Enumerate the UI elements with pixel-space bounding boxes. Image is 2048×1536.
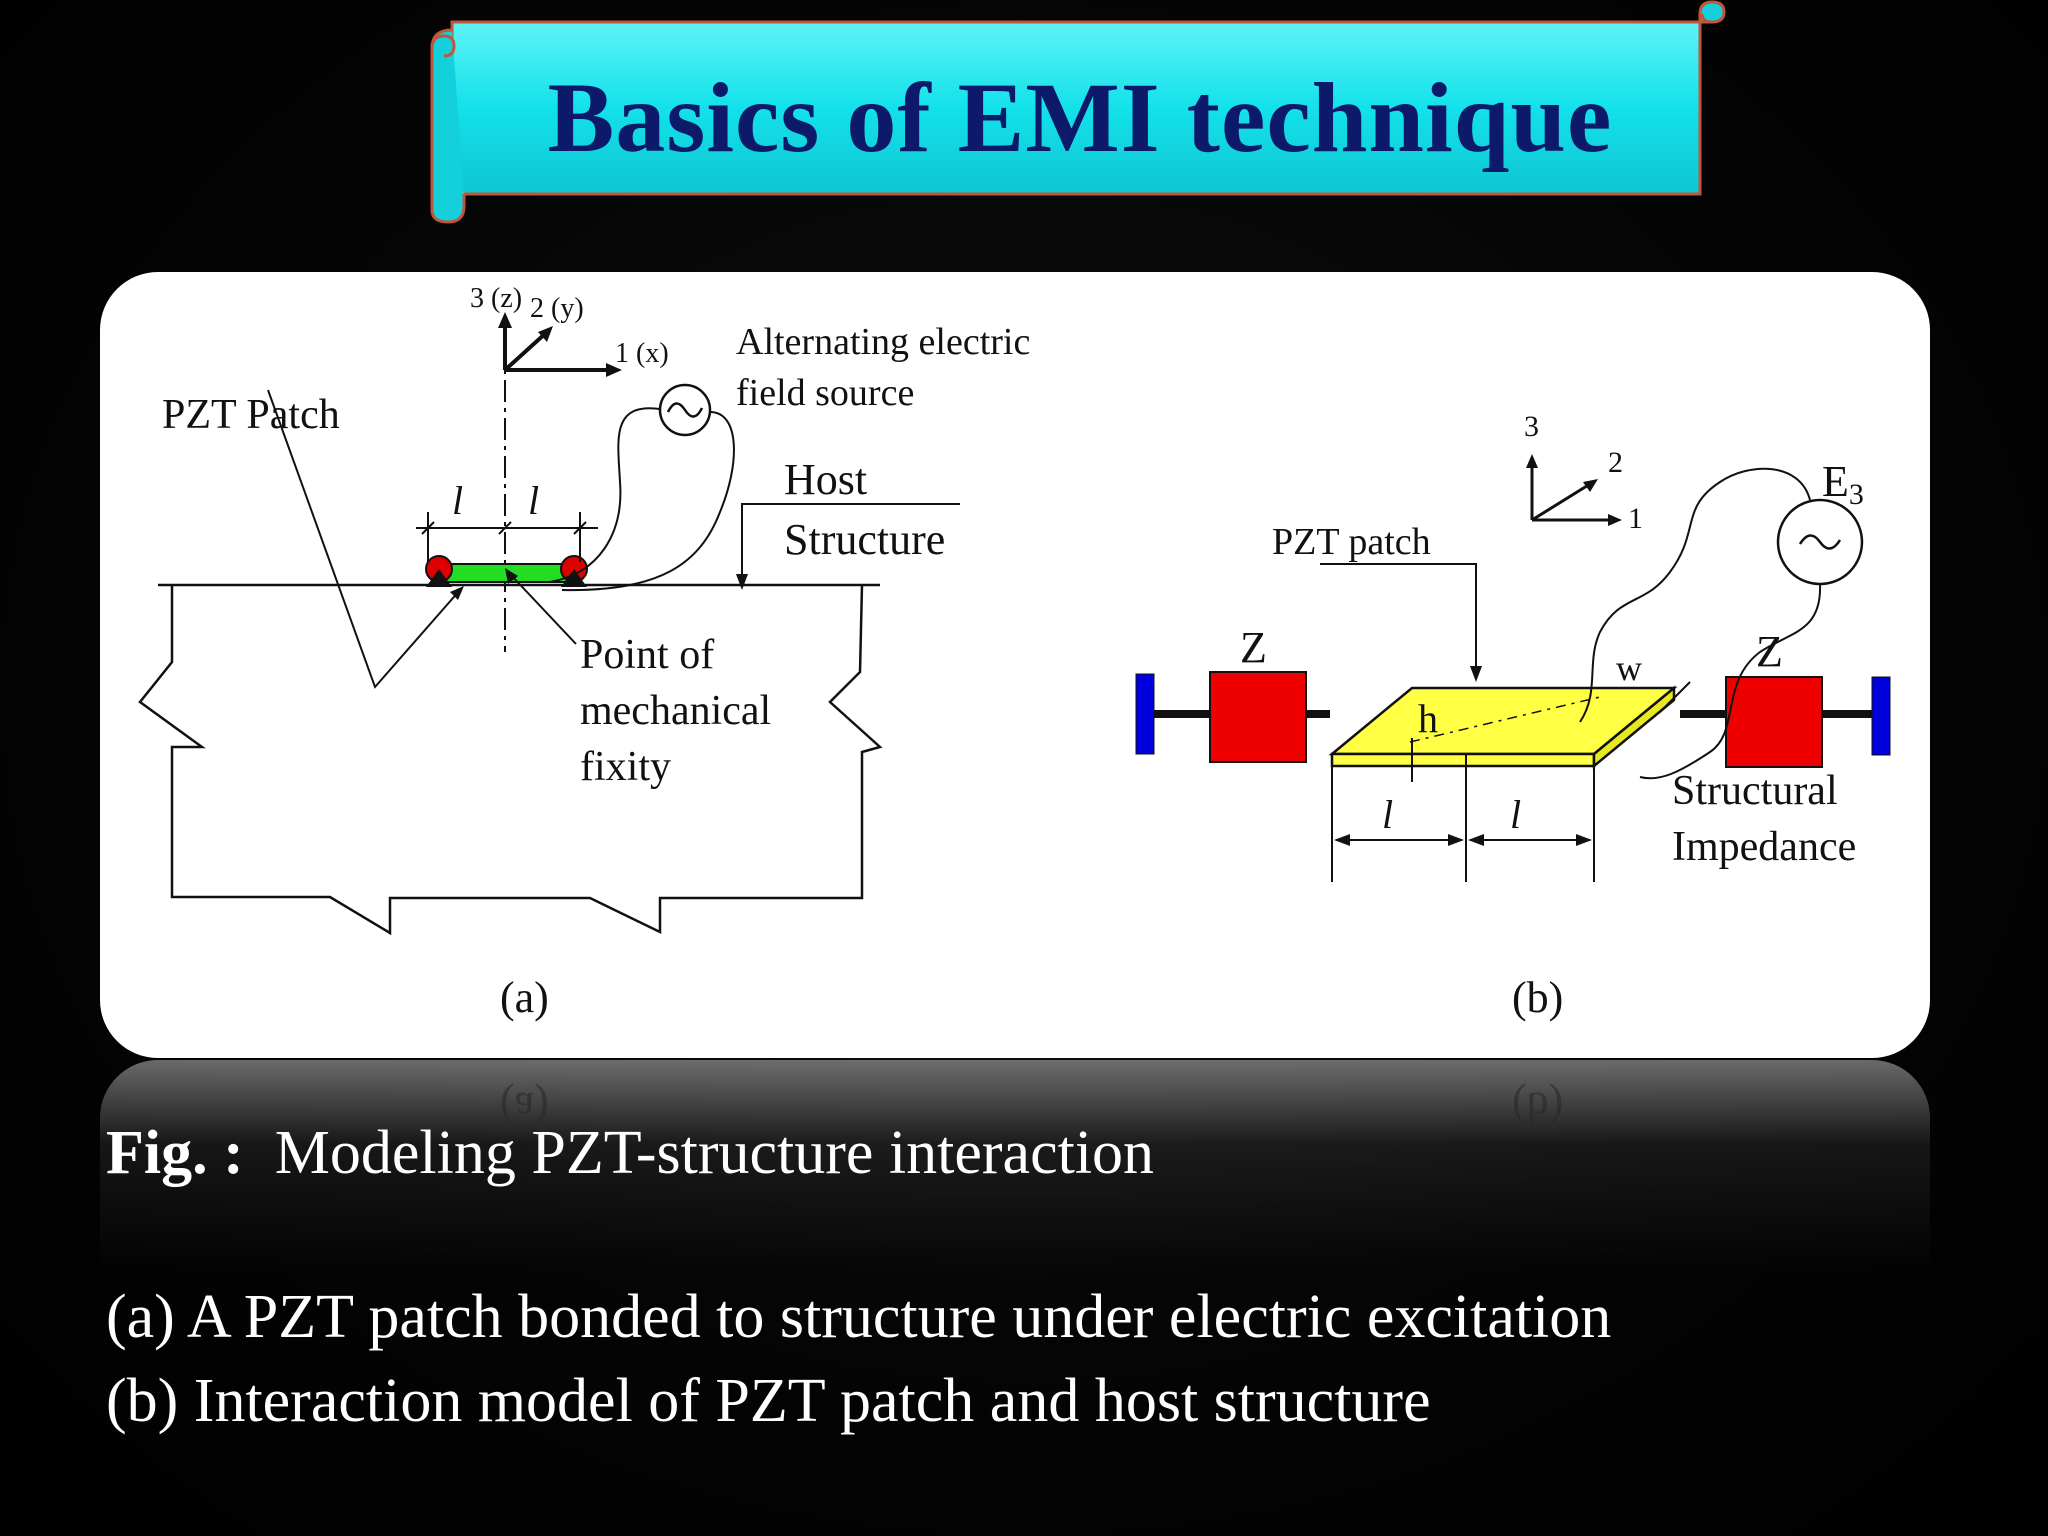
impedance-label-right: Z xyxy=(1756,627,1783,676)
diagram-a xyxy=(138,312,960,936)
panel-label-a: (a) xyxy=(500,973,549,1022)
axis-2-label: 2 xyxy=(1608,446,1623,479)
caption-prefix: Fig. : xyxy=(106,1119,244,1187)
source-label-line2: field source xyxy=(736,372,914,414)
caption-text: Modeling PZT-structure interaction xyxy=(274,1119,1155,1187)
panel-reflection: (a) (b) xyxy=(100,1060,1930,1270)
diagram-panel: 3 (z) 2 (y) 1 (x) Alternating electric f… xyxy=(100,272,1930,1058)
pzt-diagram: 3 (z) 2 (y) 1 (x) Alternating electric f… xyxy=(138,283,1891,1022)
host-label-line2: Structure xyxy=(784,515,945,564)
axis-1-label: 1 xyxy=(1628,502,1643,535)
height-label: h xyxy=(1418,696,1438,741)
source-label-b-main: E xyxy=(1822,457,1849,506)
fixity-label-line3: fixity xyxy=(580,744,671,790)
impedance-label-left: Z xyxy=(1240,623,1267,672)
axis-x-label: 1 (x) xyxy=(615,338,669,369)
dim-label-left-b: l xyxy=(1382,792,1393,837)
pzt-patch-label-a: PZT Patch xyxy=(162,392,340,438)
dim-label-right-a: l xyxy=(528,478,539,523)
wall-left xyxy=(1135,673,1155,755)
width-label: w xyxy=(1616,648,1642,688)
axis-z-label: 3 (z) xyxy=(470,283,522,314)
source-label-line1: Alternating electric xyxy=(736,321,1030,363)
diagram-b xyxy=(1135,454,1891,882)
fixity-label-line2: mechanical xyxy=(580,688,771,734)
panel-label-b: (b) xyxy=(1512,973,1563,1022)
slide-title: Basics of EMI technique xyxy=(547,62,1613,173)
figure-caption: Fig. : Modeling PZT-structure interactio… xyxy=(106,1118,1154,1189)
host-label-line1: Host xyxy=(784,455,867,504)
dim-label-left-a: l xyxy=(452,478,463,523)
source-label-b: E3 xyxy=(1822,457,1864,511)
impedance-right xyxy=(1725,676,1823,768)
pzt-patch-b xyxy=(1328,686,1678,756)
reflection-label-b: (b) xyxy=(1512,1083,1564,1132)
fixity-label-line1: Point of xyxy=(580,632,714,678)
source-label-b-subscript: 3 xyxy=(1849,478,1864,511)
pzt-patch-label-b: PZT patch xyxy=(1272,521,1431,563)
title-banner xyxy=(430,0,1726,224)
wall-right xyxy=(1871,676,1891,756)
axis-3-label: 3 xyxy=(1524,410,1539,443)
description-a: (a) A PZT patch bonded to structure unde… xyxy=(106,1283,1612,1351)
impedance-text-line2: Impedance xyxy=(1672,824,1856,870)
axis-y-label: 2 (y) xyxy=(530,293,584,324)
ac-source-a xyxy=(658,383,712,437)
axis-y-arrow xyxy=(503,330,549,372)
description-b: (b) Interaction model of PZT patch and h… xyxy=(106,1367,1431,1435)
dim-label-right-b: l xyxy=(1510,792,1521,837)
impedance-left xyxy=(1209,671,1307,763)
impedance-text-line1: Structural xyxy=(1672,768,1838,814)
